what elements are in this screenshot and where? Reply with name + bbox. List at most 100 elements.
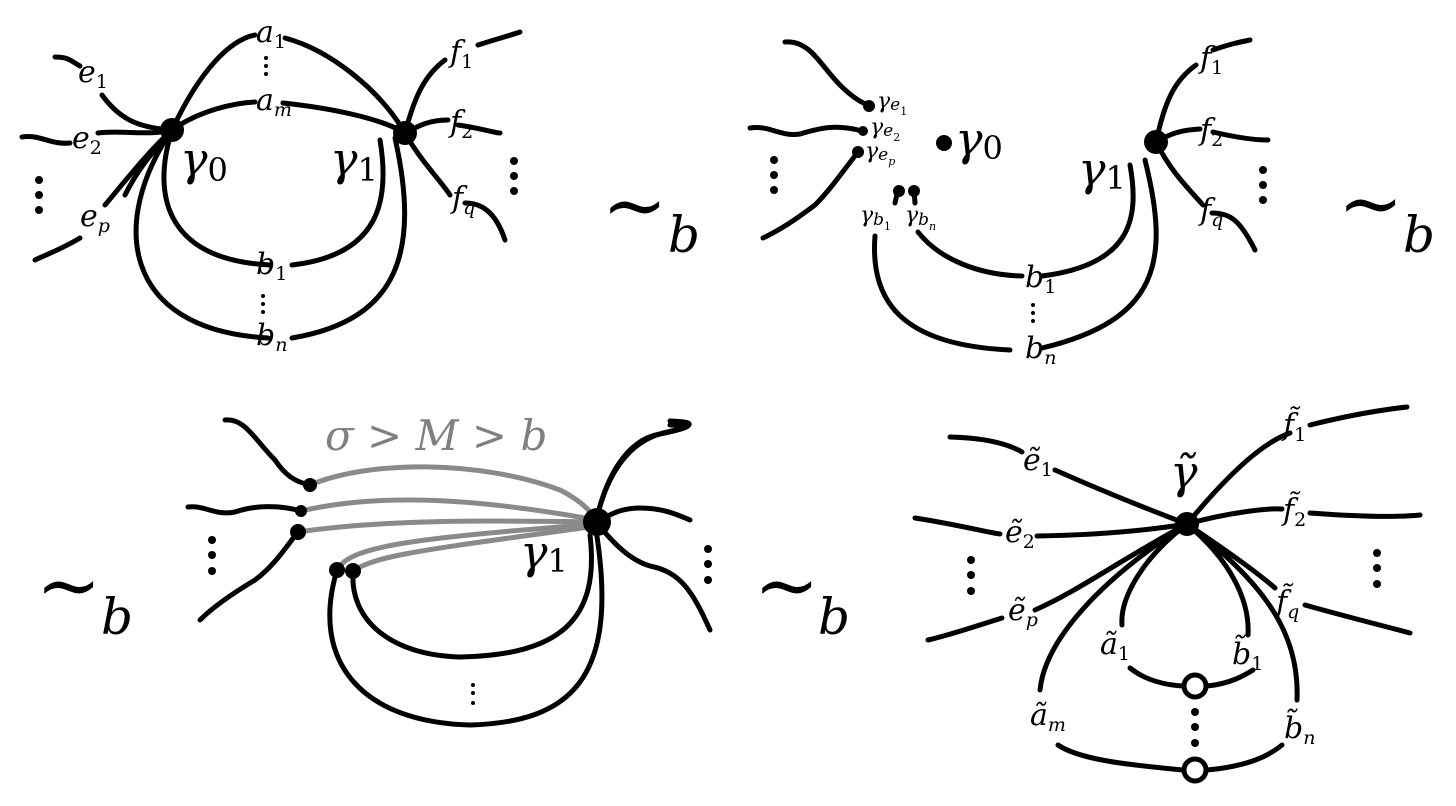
label-ep-tilde: ẽp xyxy=(1008,593,1038,631)
edge-ep-split xyxy=(760,149,861,241)
edge-a1-right xyxy=(282,35,408,136)
label-a1-tilde: ã1 xyxy=(1100,627,1130,665)
svg-text:b: b xyxy=(818,588,850,646)
edge-gray-4 xyxy=(334,521,599,573)
edge-gray-5 xyxy=(350,523,599,575)
label-gamma-b1: γb1 xyxy=(860,203,891,233)
edge-gray-3 xyxy=(295,518,599,535)
vertex-gamma1 xyxy=(393,121,417,145)
edge-e1-tilde xyxy=(947,434,1190,527)
panel-3: σ > M > b γ1 xyxy=(185,411,713,728)
edge-e2-split xyxy=(747,124,865,137)
svg-text:b: b xyxy=(101,588,133,646)
edge-loop-b1 xyxy=(350,532,594,660)
edge-b1-split xyxy=(915,229,1025,279)
edge-e1-split xyxy=(782,39,871,108)
label-e1-tilde: ẽ1 xyxy=(1023,443,1053,481)
edge-f1-c2 xyxy=(593,418,692,525)
edge-f2-tilde xyxy=(1184,506,1423,527)
label-e1: e1 xyxy=(78,55,108,93)
vertex-e2-c xyxy=(295,505,307,517)
edge-ep xyxy=(32,127,175,263)
label-gamma-e1: γe1 xyxy=(877,89,907,118)
hollow-vertex-2 xyxy=(1181,756,1209,784)
svg-text:~: ~ xyxy=(602,161,667,251)
vertex-gamma0 xyxy=(160,118,184,142)
label-f2-tilde: f̃2 xyxy=(1281,491,1306,531)
edge-f1-tilde xyxy=(1184,404,1410,527)
label-gamma0: γ0 xyxy=(180,132,228,189)
edge-bn-cycle xyxy=(1204,742,1285,773)
label-gamma-ep: γep xyxy=(865,139,895,168)
equivalence-symbol-1: ~ b xyxy=(602,161,700,264)
edge-e1-c xyxy=(222,417,313,488)
edge-loop-bn xyxy=(327,527,605,728)
vertex-gamma-b1 xyxy=(893,185,905,197)
label-f2-b: f2 xyxy=(1198,113,1223,151)
edge-a1-tilde xyxy=(1119,521,1190,628)
label-a1: a1 xyxy=(256,15,286,53)
label-am-tilde: ãm xyxy=(1030,698,1066,736)
edge-bn-right xyxy=(289,135,408,341)
edge-b1-cycle xyxy=(1204,667,1256,689)
edge-bn-split-right xyxy=(1039,157,1159,351)
vertex-ep-c xyxy=(290,524,306,540)
equivalence-symbol-2: ~ b xyxy=(1338,159,1435,264)
ellipsis-icon xyxy=(35,56,518,314)
edge-a1 xyxy=(169,32,258,133)
label-bn: bn xyxy=(256,318,287,356)
ellipsis-icon xyxy=(770,156,1267,323)
equivalence-symbol-3: ~ b xyxy=(36,541,133,646)
edge-fq-c xyxy=(593,519,713,633)
label-b1-tilde: b̃1 xyxy=(1232,634,1263,675)
edge-bn-left xyxy=(133,127,271,341)
svg-text:~: ~ xyxy=(36,541,101,631)
edge-e1 xyxy=(52,54,175,133)
edge-b1-tilde xyxy=(1184,521,1251,638)
equivalence-symbol-4: ~ b xyxy=(754,541,850,646)
vertex-gamma-tilde xyxy=(1175,512,1199,536)
vertex-e1-c xyxy=(303,478,317,492)
vertex-gamma1-b xyxy=(1144,130,1168,154)
panel-4: γ̃ ẽ1 ẽ2 ẽp f̃1 f̃2 f̃q ã1 ãm b̃1 b̃n xyxy=(912,404,1423,784)
condition-label: σ > M > b xyxy=(325,411,547,460)
label-f2: f2 xyxy=(448,105,473,143)
panel-1: a1 am b1 bn e1 e2 ep f1 f2 fq γ0 γ1 xyxy=(19,15,523,356)
edge-gray-1 xyxy=(307,464,599,523)
label-am: am xyxy=(256,83,292,121)
label-e2-tilde: ẽ2 xyxy=(1005,515,1035,553)
edge-b1-left xyxy=(161,127,273,268)
edge-a1-cycle xyxy=(1127,665,1186,689)
label-gamma-e2: γe2 xyxy=(870,115,900,144)
label-ep: ep xyxy=(80,199,110,237)
edge-f1-b xyxy=(1153,37,1253,145)
panel-2: γe1 γe2 γep γb1 γbn γ0 γ1 b1 bn f1 f2 fq xyxy=(747,37,1271,369)
vertex-gamma-e2 xyxy=(858,126,868,136)
edge-am-tilde xyxy=(1037,521,1190,693)
edge-e2-tilde xyxy=(912,515,1190,539)
edge-bn-tilde xyxy=(1184,521,1300,703)
ellipsis-icon xyxy=(967,549,1381,747)
label-b1: b1 xyxy=(256,247,287,285)
label-b1-b: b1 xyxy=(1025,260,1056,298)
label-gamma1: γ1 xyxy=(330,132,378,189)
vertex-bn-c xyxy=(345,563,361,579)
label-bn-b: bn xyxy=(1025,331,1056,369)
label-gamma0-b: γ0 xyxy=(955,112,1003,167)
label-e2: e2 xyxy=(72,121,102,159)
label-gamma1-b: γ1 xyxy=(1078,142,1126,197)
edge-f1 xyxy=(402,29,523,136)
edge-bn-split xyxy=(871,233,1013,353)
edge-e2-c xyxy=(185,504,304,516)
vertex-gamma-ep xyxy=(852,146,864,158)
edge-ep-tilde xyxy=(925,521,1190,643)
hollow-vertex-1 xyxy=(1181,672,1209,700)
label-gamma-bn: γbn xyxy=(905,203,936,233)
label-f1: f1 xyxy=(448,35,473,73)
vertex-gamma1-c xyxy=(583,508,611,536)
label-fq-b: fq xyxy=(1198,193,1223,231)
edge-ep-c xyxy=(197,529,301,623)
label-gamma-tilde: γ̃ xyxy=(1170,445,1198,499)
svg-text:~: ~ xyxy=(1338,159,1403,249)
svg-text:b: b xyxy=(668,206,700,264)
